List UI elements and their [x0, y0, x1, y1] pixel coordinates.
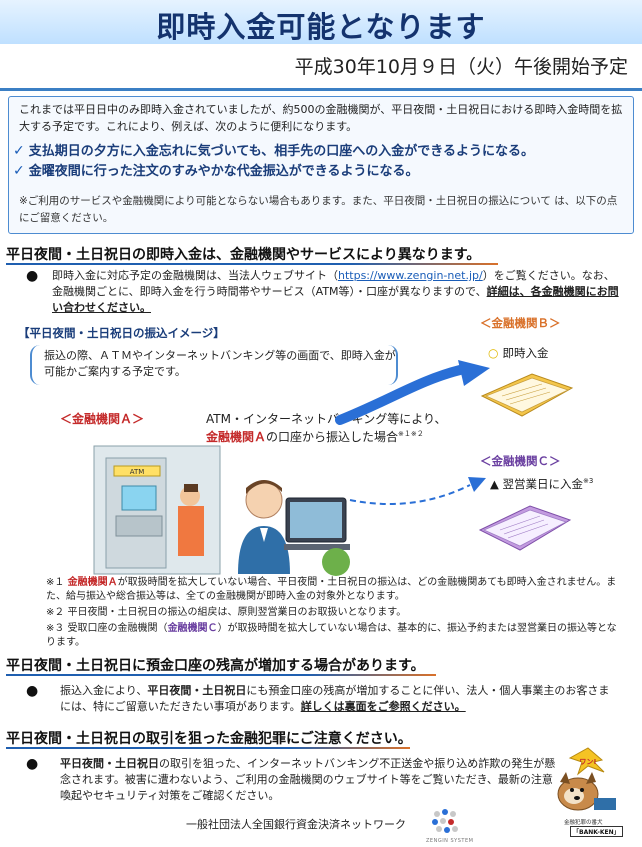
benefit-item: ✓支払期日の夕方に入金忘れに気づいても、相手先の口座への入金ができるようになる。: [13, 143, 534, 160]
header-band: [0, 0, 642, 44]
info-bubble: 振込の際、ＡＴＭやインターネットバンキング等の画面で、即時入金が可能かご案内する…: [30, 345, 398, 385]
text-part: ）をご覧ください。なお、金融機関ごとに、即時入金を行う時間帯やサービス（ATM等…: [52, 269, 615, 298]
bank-a-highlight: 金融機関Ａ: [206, 430, 267, 444]
text-part: 振込入金により、: [60, 684, 148, 697]
section-underline: [6, 263, 498, 265]
text-part: にも預金口座の残高が増加することに伴い、法人・個人事業主のお客さまには、特にご留…: [60, 684, 610, 713]
section-heading: 平日夜間・土日祝日に預金口座の残高が増加する場合があります。: [6, 658, 425, 674]
bullet-icon: ●: [26, 268, 39, 284]
text-bold: 平日夜間・土日祝日: [60, 757, 159, 770]
mascot-caption: 金融犯罪の番犬: [564, 820, 603, 826]
next-day-text: 翌営業日に入金: [502, 477, 584, 491]
transfer-caption-line1: ATM・インターネットバンキング等により、: [206, 412, 447, 426]
user-at-computer-illustration: [238, 480, 350, 576]
see-reverse-note: 詳しくは裏面をご参照ください。: [300, 700, 466, 713]
bullet-icon: ●: [26, 683, 39, 699]
benefit-text: 支払期日の夕方に入金忘れに気づいても、相手先の口座への入金ができるようになる。: [28, 144, 535, 159]
text-part: の取引を狙った、インターネットバンキング不正送金や振り込め詐欺の発生が懸念されま…: [60, 757, 556, 802]
footnote-2: ※２ 平日夜間・土日祝日の振込の組戻は、原則翌営業日のお取扱いとなります。: [46, 607, 407, 618]
zengin-logo-icon: [432, 809, 458, 833]
instant-text: 即時入金: [502, 346, 549, 360]
section-underline: [6, 674, 436, 676]
footnote-text: が取扱時間を拡大していない場合、平日夜間・土日祝日の振込は、どの金融機関あても即…: [46, 577, 617, 602]
bank-a-highlight: 金融機関Ａ: [67, 577, 118, 588]
atm-sign: ATM: [130, 468, 145, 476]
footnote-ref: ※3: [583, 477, 594, 486]
bank-a-label: ＜金融機関Ａ＞: [60, 412, 145, 426]
section-text: 振込入金により、平日夜間・土日祝日にも預金口座の残高が増加することに伴い、法人・…: [60, 683, 620, 715]
triangle-icon: ▲: [490, 477, 499, 491]
footnote-3: ※３ 受取口座の金融機関（金融機関Ｃ）が取扱時間を拡大していない場合は、基本的に…: [46, 622, 626, 650]
transfer-caption-line2: 金融機関Ａの口座から振込した場合※１※２: [206, 428, 424, 445]
inquiry-note: 詳細は、各金融機関にお問い合わせください。: [52, 285, 619, 314]
page-header: 即時入金可能となります 平成30年10月９日（火）午後開始予定: [0, 0, 642, 86]
bubble-text: 振込の際、ＡＴＭやインターネットバンキング等の画面で、即時入金が可能かご案内する…: [44, 349, 396, 378]
section-text: 平日夜間・土日祝日の取引を狙った、インターネットバンキング不正送金や振り込め詐欺…: [60, 756, 560, 804]
footnote-mark: ※１: [46, 577, 65, 588]
passbook-c-illustration: [478, 505, 572, 551]
bark-text: ワン!: [579, 758, 596, 766]
atm-illustration: ATM: [93, 445, 221, 575]
bank-c-label: ＜金融機関Ｃ＞: [480, 454, 561, 468]
footnote-ref: ※１※２: [398, 430, 424, 438]
bank-b-label: ＜金融機関Ｂ＞: [480, 316, 561, 330]
intro-box: これまでは平日日中のみ即時入金されていましたが、約500の金融機関が、平日夜間・…: [8, 96, 634, 234]
check-icon: ✓: [13, 163, 25, 179]
bank-c-highlight: 金融機関Ｃ: [167, 623, 218, 634]
circle-icon: ○: [488, 346, 499, 360]
text-part: 即時入金に対応予定の金融機関は、当法人ウェブサイト（: [52, 269, 338, 282]
zengin-logo-text: ZENGIN SYSTEM: [426, 838, 474, 844]
bullet-icon: ●: [26, 756, 39, 772]
intro-note: ※ご利用のサービスや金融機関により可能とならない場合もあります。また、平日夜間・…: [19, 195, 618, 224]
benefit-text: 金曜夜間に行った注文のすみやかな代金振込ができるようになる。: [28, 164, 419, 179]
section-underline: [6, 747, 410, 749]
section-heading: 平日夜間・土日祝日の取引を狙った金融犯罪にご注意ください。: [6, 731, 412, 747]
footnote-text: ※３ 受取口座の金融機関（: [46, 623, 168, 634]
mascot-name: 「BANK-KEN」: [570, 826, 623, 837]
page-title: 即時入金可能となります: [156, 10, 486, 44]
start-date: 平成30年10月９日（火）午後開始予定: [294, 56, 628, 78]
check-icon: ✓: [13, 143, 25, 159]
image-title: 【平日夜間・土日祝日の振込イメージ】: [18, 326, 225, 340]
passbook-b-illustration: [480, 373, 574, 417]
intro-text: これまでは平日日中のみ即時入金されていましたが、約500の金融機関が、平日夜間・…: [19, 103, 623, 133]
benefit-item: ✓金曜夜間に行った注文のすみやかな代金振込ができるようになる。: [13, 163, 418, 180]
caption-text: の口座から振込した場合: [266, 430, 399, 444]
organization-name: 一般社団法人全国銀行資金決済ネットワーク: [186, 818, 406, 831]
website-link[interactable]: https://www.zengin-net.jp/: [338, 269, 483, 282]
footnote-1: ※１ 金融機関Ａが取扱時間を拡大していない場合、平日夜間・土日祝日の振込は、どの…: [46, 576, 626, 604]
bank-ken-mascot-illustration: ワン!: [557, 747, 616, 811]
section-heading: 平日夜間・土日祝日の即時入金は、金融機関やサービスにより異なります。: [6, 247, 481, 263]
next-day-label: ▲ 翌営業日に入金※3: [490, 476, 593, 492]
text-bold: 平日夜間・土日祝日: [147, 684, 247, 697]
section-text: 即時入金に対応予定の金融機関は、当法人ウェブサイト（https://www.ze…: [52, 268, 622, 316]
header-divider: [0, 88, 642, 91]
instant-deposit-label: ○即時入金: [488, 345, 548, 361]
arrows-illustration: [335, 360, 490, 505]
footnote-text: ）が取扱時間を拡大していない場合は、基本的に、振込予約または翌営業日の振込等とな…: [46, 623, 617, 648]
